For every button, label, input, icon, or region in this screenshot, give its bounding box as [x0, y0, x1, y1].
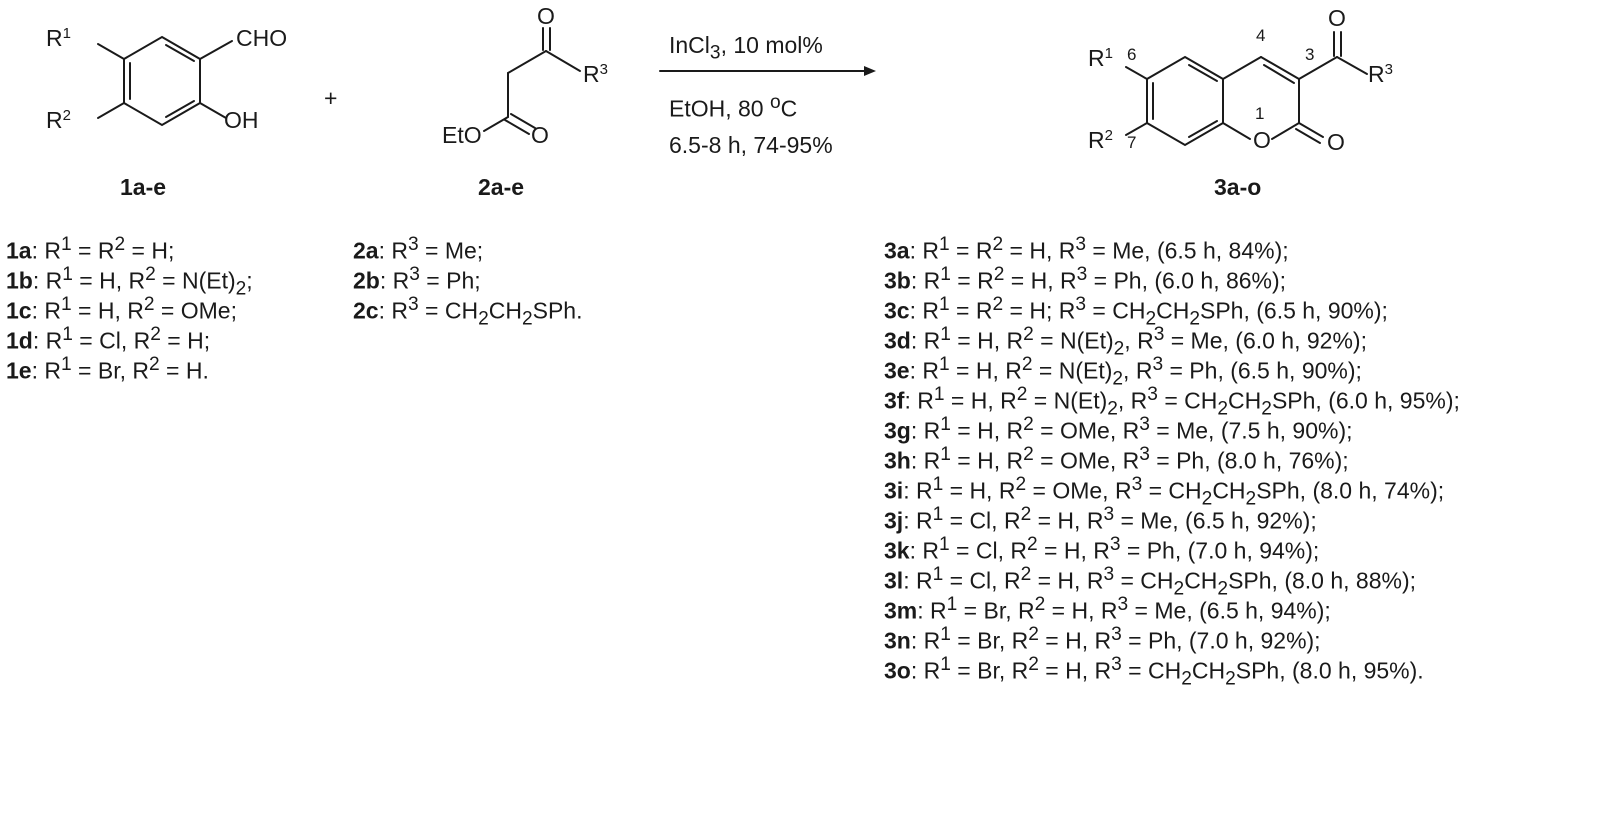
list-1: 1a: R1 = R2 = H;1b: R1 = H, R2 = N(Et)2;…	[6, 230, 253, 384]
condition-catalyst: InCl3, 10 mol%	[669, 32, 823, 64]
structure-3-bonds	[1125, 31, 1368, 147]
s3-o-carbonyl: O	[1327, 129, 1345, 155]
s2-r3: R3	[583, 61, 608, 87]
list-entry: 3f: R1 = H, R2 = N(Et)2, R3 = CH2CH2SPh,…	[884, 384, 1460, 420]
list-entry: 3o: R1 = Br, R2 = H, R3 = CH2CH2SPh, (8.…	[884, 654, 1424, 690]
list-entry: 2c: R3 = CH2CH2SPh.	[353, 294, 583, 330]
compound-label-2: 2a-e	[478, 174, 525, 200]
list-entry: 3g: R1 = H, R2 = OMe, R3 = Me, (7.5 h, 9…	[884, 414, 1353, 444]
list-entry: 3a: R1 = R2 = H, R3 = Me, (6.5 h, 84%);	[884, 234, 1289, 264]
compound-label-3: 3a-o	[1214, 174, 1262, 200]
s3-num-3: 3	[1305, 45, 1314, 64]
s3-r2: R2	[1088, 127, 1113, 153]
s2-o-ester: O	[531, 122, 549, 148]
s3-num-6: 6	[1127, 45, 1136, 64]
list-entry: 1e: R1 = Br, R2 = H.	[6, 354, 209, 384]
s3-r1: R1	[1088, 45, 1113, 71]
structure-2-bonds	[483, 27, 581, 135]
plus-sign: +	[324, 85, 337, 111]
s3-num-4: 4	[1256, 26, 1265, 45]
list-entry: 1a: R1 = R2 = H;	[6, 234, 175, 264]
list-entry: 3h: R1 = H, R2 = OMe, R3 = Ph, (8.0 h, 7…	[884, 444, 1349, 474]
s3-r3: R3	[1368, 61, 1393, 87]
list-entry: 3n: R1 = Br, R2 = H, R3 = Ph, (7.0 h, 92…	[884, 624, 1321, 654]
list-entry: 2b: R3 = Ph;	[353, 264, 481, 294]
s1-oh: OH	[224, 107, 259, 133]
compound-label-1: 1a-e	[120, 174, 167, 200]
s3-o-top: O	[1328, 5, 1346, 31]
s1-r1: R1	[46, 25, 71, 51]
list-entry: 1d: R1 = Cl, R2 = H;	[6, 324, 211, 354]
s1-r2: R2	[46, 107, 71, 133]
list-entry: 3i: R1 = H, R2 = OMe, R3 = CH2CH2SPh, (8…	[884, 474, 1445, 510]
list-entry: 3b: R1 = R2 = H, R3 = Ph, (6.0 h, 86%);	[884, 264, 1287, 294]
structure-1-bonds	[97, 35, 233, 127]
s3-num-1: 1	[1255, 104, 1264, 123]
list-entry: 3j: R1 = Cl, R2 = H, R3 = Me, (6.5 h, 92…	[884, 504, 1317, 534]
condition-solvent-temp: EtOH, 80 oC	[669, 92, 798, 122]
list-entry: 3l: R1 = Cl, R2 = H, R3 = CH2CH2SPh, (8.…	[884, 564, 1417, 600]
s2-eto: EtO	[442, 122, 482, 148]
list-entry: 3d: R1 = H, R2 = N(Et)2, R3 = Me, (6.0 h…	[884, 324, 1367, 360]
condition-time-yield: 6.5-8 h, 74-95%	[669, 132, 833, 158]
list-entry: 3e: R1 = H, R2 = N(Et)2, R3 = Ph, (6.5 h…	[884, 354, 1362, 390]
s2-o-top: O	[537, 3, 555, 29]
list-entry: 2a: R3 = Me;	[353, 234, 484, 264]
list-entry: 1b: R1 = H, R2 = N(Et)2;	[6, 264, 253, 300]
reaction-arrow	[659, 66, 876, 76]
s3-o-ring: O	[1253, 127, 1271, 153]
list-entry: 1c: R1 = H, R2 = OMe;	[6, 294, 237, 324]
s3-num-7: 7	[1127, 133, 1136, 152]
list-entry: 3k: R1 = Cl, R2 = H, R3 = Ph, (7.0 h, 94…	[884, 534, 1320, 564]
list-2: 2a: R3 = Me;2b: R3 = Ph;2c: R3 = CH2CH2S…	[353, 230, 583, 330]
s1-cho: CHO	[236, 25, 287, 51]
list-3: 3a: R1 = R2 = H, R3 = Me, (6.5 h, 84%);3…	[884, 230, 1460, 690]
list-entry: 3m: R1 = Br, R2 = H, R3 = Me, (6.5 h, 94…	[884, 594, 1331, 624]
list-entry: 3c: R1 = R2 = H; R3 = CH2CH2SPh, (6.5 h,…	[884, 294, 1388, 330]
